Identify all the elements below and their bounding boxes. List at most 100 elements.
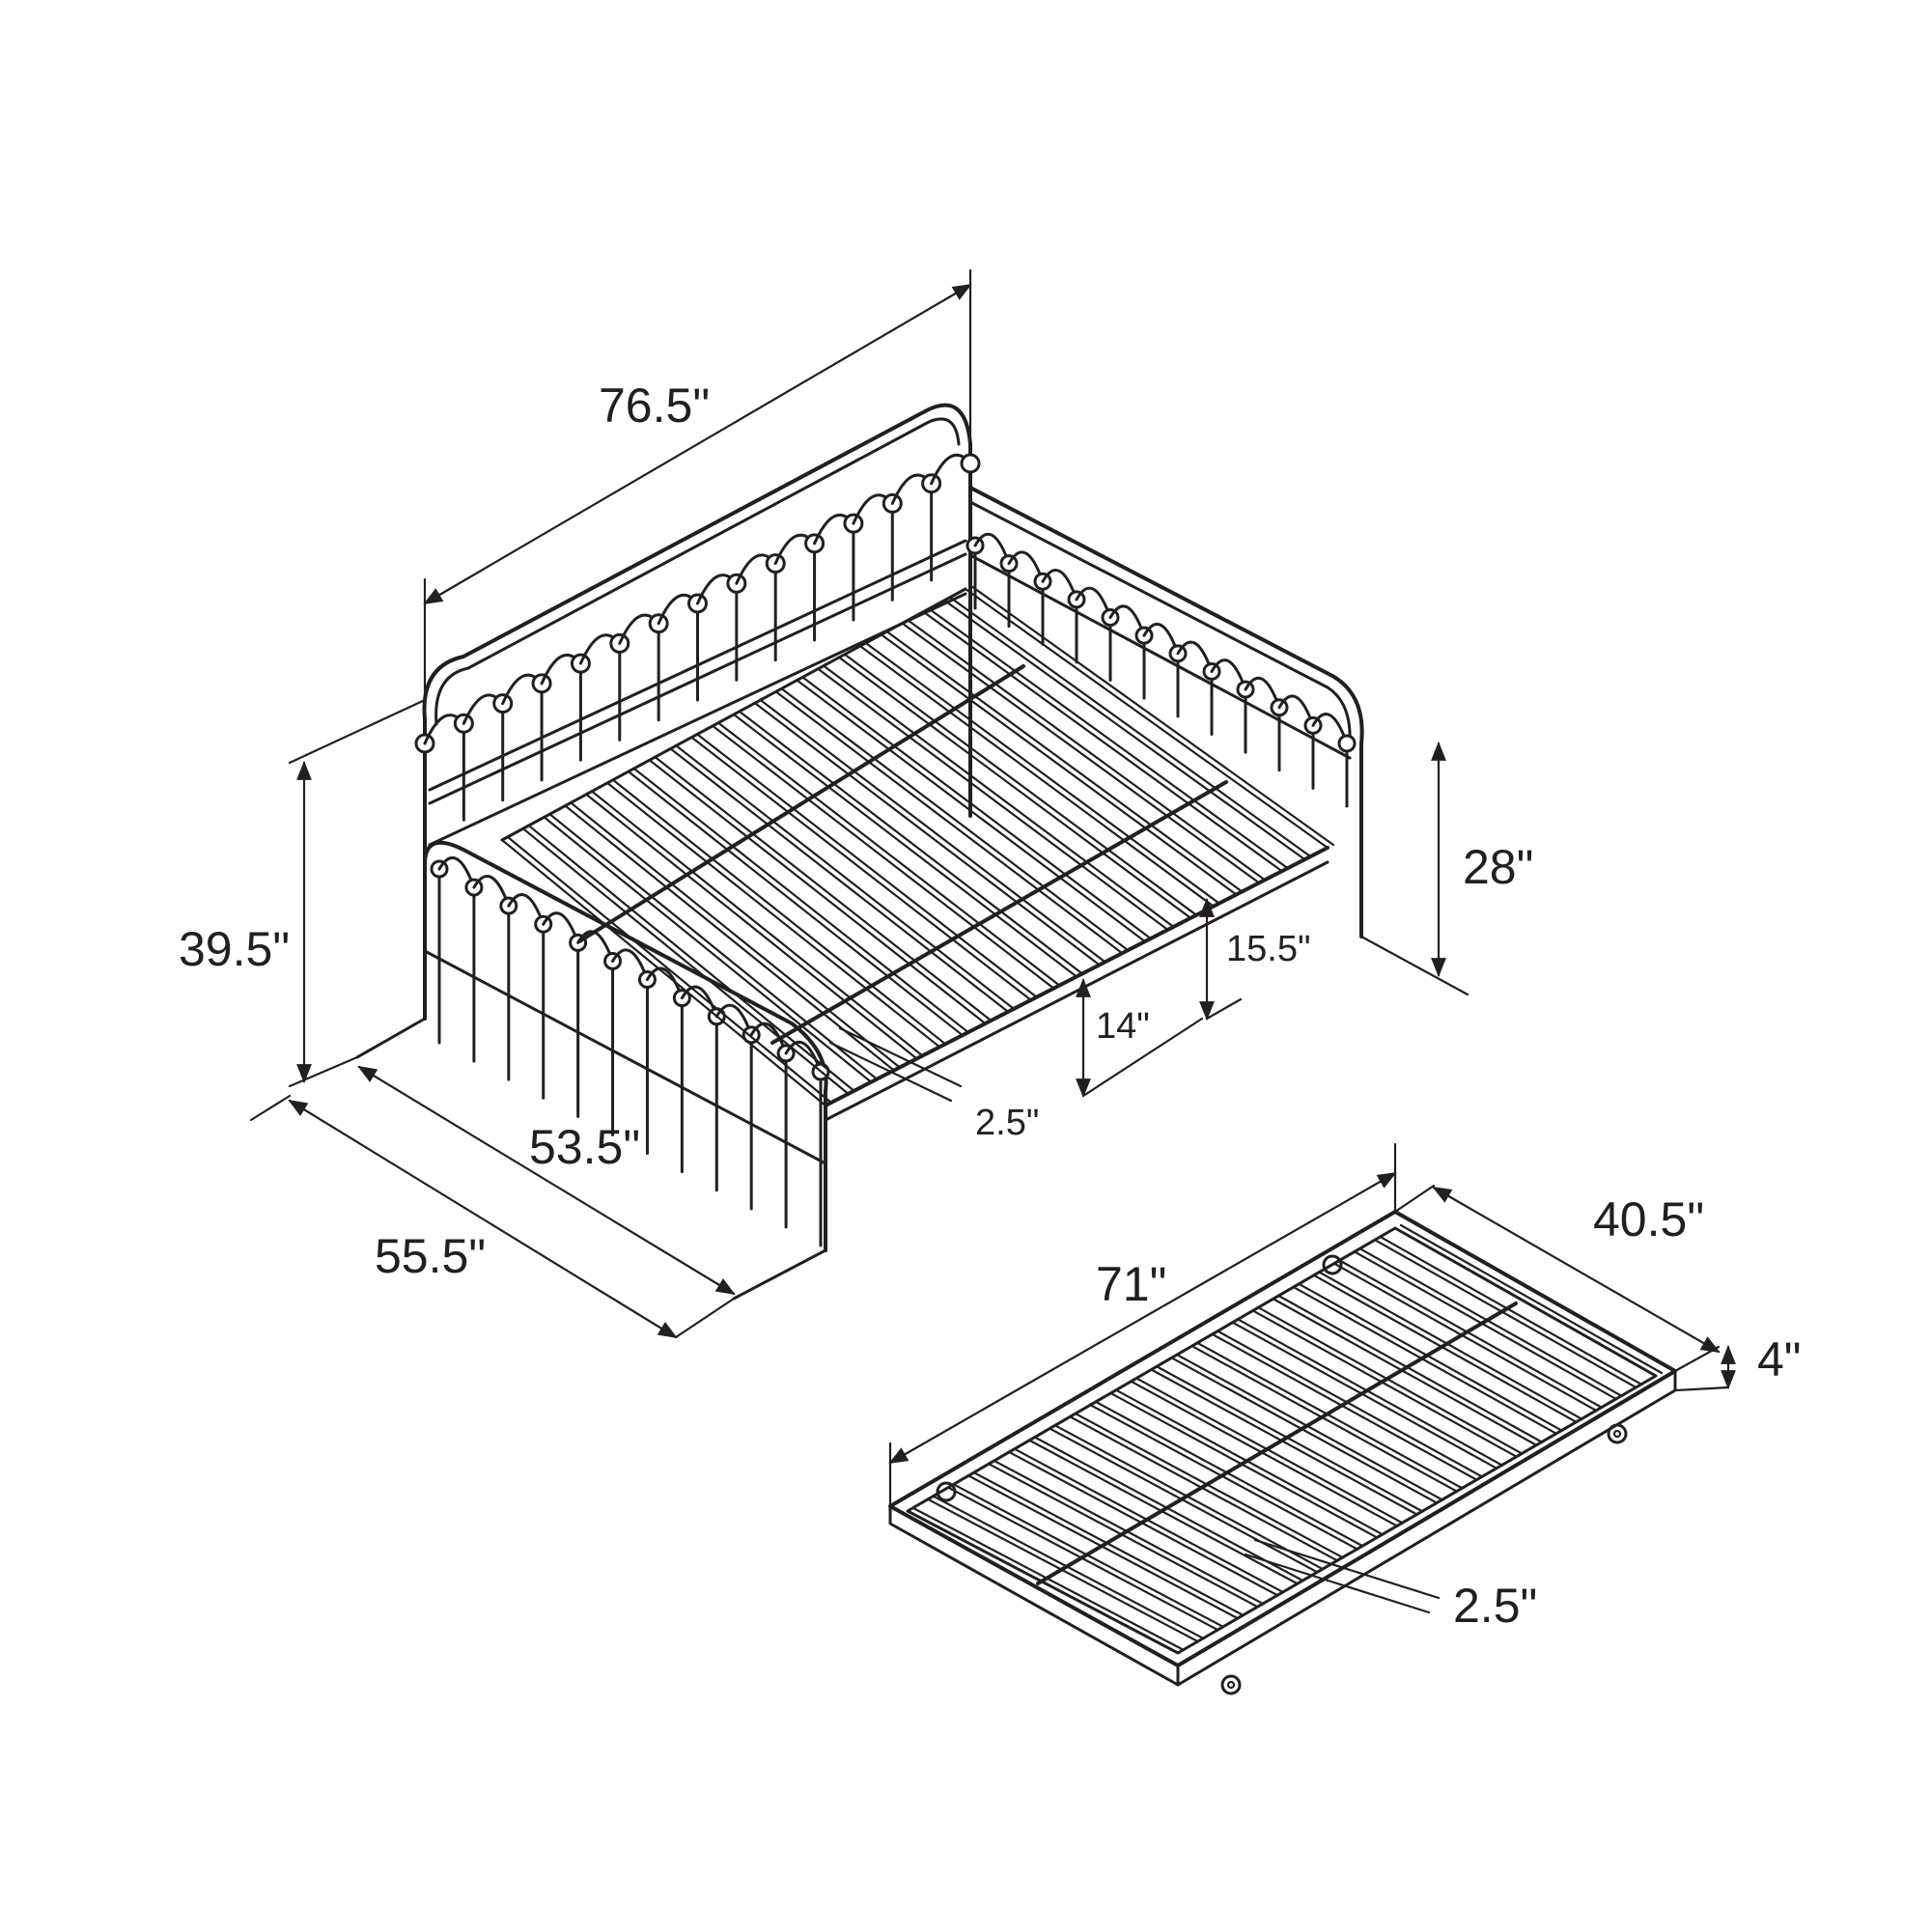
daybed-drawing — [355, 403, 1364, 1301]
base-front — [732, 1248, 827, 1301]
daybed-slat-edge — [823, 664, 1175, 929]
slat-gap-leader-1 — [838, 1026, 963, 1088]
back-lower-rail — [428, 592, 967, 847]
slat-gap-leader-2 — [828, 1041, 953, 1103]
daybed-slat-edge — [506, 835, 833, 1105]
clearance-ext — [1081, 1017, 1204, 1098]
daybed-slat-edge — [843, 653, 1198, 916]
left-arm-lower-rail — [423, 949, 827, 1165]
daybed-slats — [500, 584, 1335, 1107]
right-arm-lower-rail — [968, 553, 1352, 760]
daybed-slat — [964, 587, 1329, 850]
trundle-width-label: 40.5" — [1593, 1192, 1704, 1246]
outer-ext-left — [249, 1094, 292, 1122]
height-ext-bottom — [288, 1055, 359, 1088]
daybed-slat-edge — [548, 813, 879, 1080]
daybed-slat-edge — [738, 710, 1084, 975]
daybed-slat — [922, 610, 1283, 873]
front-side-rail-lower — [824, 860, 1329, 1122]
rail-ext — [1205, 997, 1243, 1021]
daybed-slat — [901, 622, 1261, 884]
right-finial — [1337, 734, 1357, 753]
daybed-slat — [732, 713, 1078, 978]
trundle-caster-front-right — [1607, 1423, 1628, 1444]
daybed-slat-edge — [885, 630, 1244, 893]
trundle-width-dimension-line — [1432, 1186, 1721, 1354]
daybed-slat-edge — [949, 596, 1312, 858]
trundle-height-label: 4" — [1757, 1332, 1802, 1386]
daybed-slat — [774, 690, 1124, 955]
daybed-slat-edge — [864, 641, 1220, 905]
daybed-slat-edge — [969, 584, 1335, 847]
daybed-dimensions: 76.5" 39.5" 28" 15.5" 14" 2.5" 53.5" 55.… — [179, 268, 1533, 1339]
daybed-slat — [669, 747, 1010, 1014]
trundle-drawing — [888, 1210, 1677, 1695]
trundle-slat-gap-leader-2 — [1244, 1553, 1431, 1614]
daybed-slat-edge — [654, 756, 993, 1022]
daybed-slat — [690, 736, 1032, 1001]
arm-ext-bottom — [1359, 935, 1469, 996]
daybed-slat — [627, 770, 964, 1037]
daybed-slat — [585, 793, 918, 1060]
trundle-height-ext — [1673, 1386, 1730, 1392]
length-dimension-line — [423, 283, 972, 605]
trundle-width-ext-right — [1673, 1345, 1721, 1373]
trundle-front-side — [888, 1504, 1180, 1687]
base-left — [355, 1017, 427, 1059]
daybed-slat-edge — [570, 801, 902, 1069]
daybed-slat-edge — [591, 790, 924, 1057]
daybed-slat-edge — [632, 767, 969, 1034]
right-arm-inner-rail — [968, 500, 1352, 745]
daybed-slat — [648, 759, 987, 1025]
daybed-slat — [858, 644, 1215, 908]
daybed-slat-edge — [759, 699, 1106, 964]
back-finial — [960, 453, 981, 474]
daybed-slat — [796, 679, 1147, 943]
trundle-slat-gap-leader-1 — [1253, 1538, 1441, 1600]
trundle-length-label: 71" — [1096, 1257, 1166, 1311]
trundle-slat-edge — [1014, 1447, 1285, 1594]
daybed-slat — [943, 599, 1306, 861]
trundle-width-ext-left — [1393, 1184, 1436, 1214]
daybed-slat — [543, 816, 873, 1083]
trundle-slat-edge — [993, 1460, 1265, 1606]
daybed-slat — [753, 702, 1101, 966]
daybed-slat — [837, 656, 1192, 919]
daybed-slat-edge — [527, 825, 855, 1092]
daybed-slat-edge — [928, 607, 1289, 870]
daybed-slat-edge — [675, 744, 1016, 1011]
daybed-height-label: 39.5" — [179, 922, 290, 976]
trundle-caster-front-left — [1220, 1674, 1242, 1695]
trundle-caster-back-left — [936, 1481, 957, 1502]
right-arm-arches — [966, 532, 1357, 808]
daybed-slat — [521, 827, 850, 1095]
daybed-slat — [500, 838, 827, 1107]
outer-ext-right — [674, 1297, 736, 1339]
daybed-clearance-label: 14" — [1096, 1006, 1150, 1047]
daybed-slat-edge — [907, 619, 1267, 882]
daybed-slat — [880, 633, 1238, 896]
trundle-slat-gap-label: 2.5" — [1453, 1579, 1537, 1633]
center-support-back — [577, 664, 1025, 943]
daybed-slat-edge — [780, 687, 1130, 952]
daybed-outer-width-label: 55.5" — [375, 1229, 486, 1283]
daybed-slat-edge — [611, 778, 947, 1046]
daybed-slat — [817, 667, 1169, 932]
trundle-dimensions: 71" 40.5" 4" 2.5" — [888, 1142, 1802, 1633]
daybed-inner-width-label: 53.5" — [529, 1120, 640, 1174]
daybed-slat — [564, 804, 896, 1072]
daybed-slat-edge — [696, 733, 1038, 998]
daybed-slat-edge — [801, 676, 1153, 940]
height-ext-top — [288, 698, 427, 765]
daybed-slat — [605, 781, 941, 1049]
daybed-length-label: 76.5" — [599, 378, 710, 433]
daybed-slat-edge — [717, 721, 1061, 987]
center-support-front — [770, 780, 1228, 1045]
right-arm-top-rail — [968, 486, 1364, 938]
daybed-arm-height-label: 28" — [1463, 840, 1533, 894]
daybed-slat-gap-label: 2.5" — [975, 1103, 1039, 1143]
daybed-rail-height-label: 15.5" — [1226, 929, 1310, 969]
daybed-slat — [712, 724, 1055, 990]
outer-width-dimension-line — [288, 1099, 678, 1339]
